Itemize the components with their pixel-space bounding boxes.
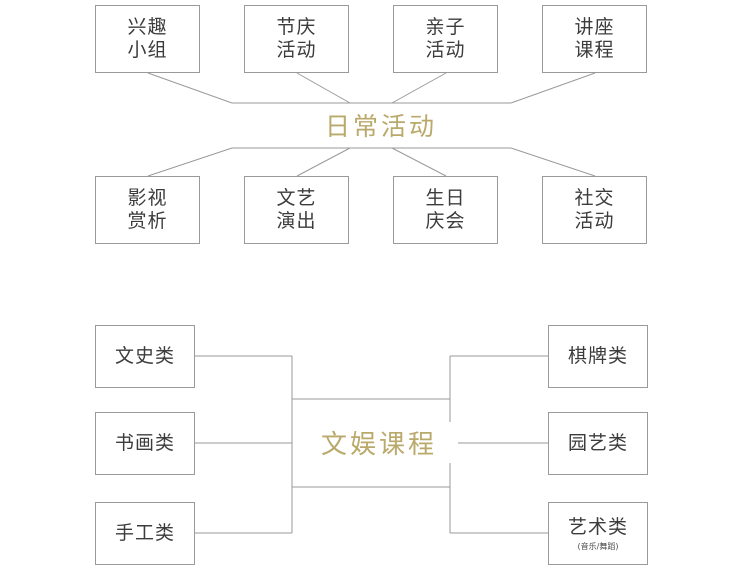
node-label-line1: 讲座 bbox=[574, 15, 615, 38]
node-label-line2: 庆会 bbox=[425, 210, 466, 232]
node-right-2[interactable]: 园艺类 bbox=[548, 412, 648, 475]
node-left-2[interactable]: 书画类 bbox=[95, 412, 195, 475]
node-bottom-4[interactable]: 社交 活动 bbox=[542, 176, 647, 244]
node-label-line2: 活动 bbox=[276, 39, 317, 61]
node-left-1[interactable]: 文史类 bbox=[95, 325, 195, 388]
node-bottom-3[interactable]: 生日 庆会 bbox=[393, 176, 498, 244]
node-label-line2: 小组 bbox=[127, 39, 168, 61]
node-label: 棋牌类 bbox=[567, 344, 628, 367]
node-right-1[interactable]: 棋牌类 bbox=[548, 325, 648, 388]
node-label-line2: 赏析 bbox=[127, 210, 168, 232]
node-label: 园艺类 bbox=[567, 431, 628, 454]
node-label: 书画类 bbox=[114, 431, 175, 454]
node-label: 文史类 bbox=[114, 344, 175, 367]
node-sublabel: (音乐/舞蹈) bbox=[577, 541, 619, 551]
node-label-line1: 节庆 bbox=[276, 15, 317, 38]
node-top-2[interactable]: 节庆 活动 bbox=[244, 5, 349, 73]
node-label-line1: 文艺 bbox=[276, 186, 317, 209]
node-label-line1: 生日 bbox=[425, 186, 466, 209]
node-right-3[interactable]: 艺术类 (音乐/舞蹈) bbox=[548, 502, 648, 565]
node-left-3[interactable]: 手工类 bbox=[95, 502, 195, 565]
node-label-line1: 亲子 bbox=[425, 15, 466, 38]
node-bottom-2[interactable]: 文艺 演出 bbox=[244, 176, 349, 244]
hub-label-daily-activities: 日常活动 bbox=[290, 105, 472, 145]
node-label-line1: 兴趣 bbox=[127, 15, 168, 38]
node-top-4[interactable]: 讲座 课程 bbox=[542, 5, 647, 73]
node-label-line2: 演出 bbox=[276, 210, 317, 232]
node-label-line2: 活动 bbox=[425, 39, 466, 61]
node-top-1[interactable]: 兴趣 小组 bbox=[95, 5, 200, 73]
node-bottom-1[interactable]: 影视 赏析 bbox=[95, 176, 200, 244]
node-label: 手工类 bbox=[114, 521, 175, 544]
node-label-line2: 课程 bbox=[574, 39, 615, 61]
node-label-line1: 社交 bbox=[574, 186, 615, 209]
node-label: 艺术类 bbox=[567, 515, 628, 538]
node-top-3[interactable]: 亲子 活动 bbox=[393, 5, 498, 73]
node-label-line2: 活动 bbox=[574, 210, 615, 232]
hub-label-entertainment-courses: 文娱课程 bbox=[300, 422, 458, 463]
node-label-line1: 影视 bbox=[127, 186, 168, 209]
